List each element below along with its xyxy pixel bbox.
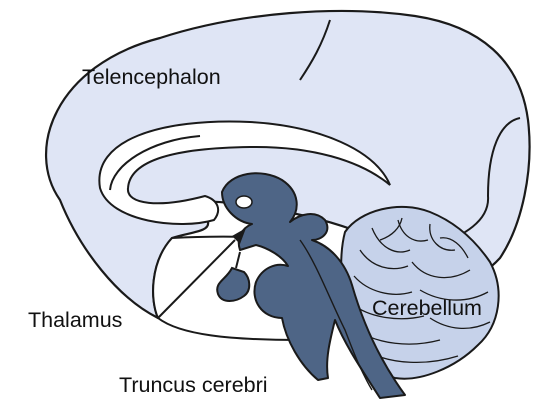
label-cerebellum: Cerebellum	[372, 296, 482, 320]
interthalamic-adhesion	[236, 196, 252, 208]
label-truncus-cerebri: Truncus cerebri	[119, 373, 268, 397]
label-telencephalon: Telencephalon	[82, 65, 221, 89]
label-thalamus: Thalamus	[28, 308, 122, 332]
